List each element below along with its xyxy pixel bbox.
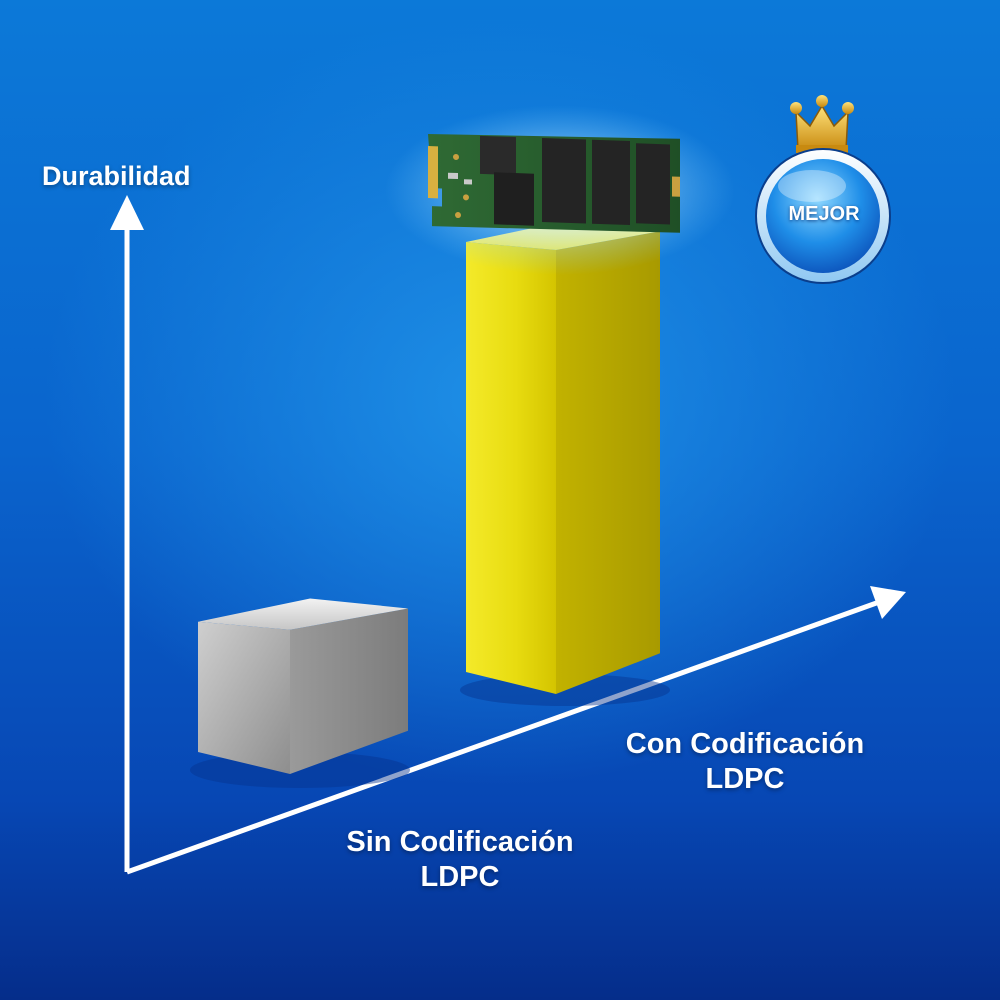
- y-axis-arrowhead: [110, 195, 144, 230]
- badge-label: MEJOR: [788, 203, 860, 225]
- bar-front-face: [198, 621, 290, 774]
- bar-side-face: [290, 608, 408, 774]
- x-axis-arrowhead: [870, 586, 906, 619]
- x-axis-line: [126, 598, 883, 875]
- tick-label-line: LDPC: [420, 860, 500, 893]
- tick-label-line: Con Codificación: [625, 728, 865, 760]
- x-tick-label-sin-ldpc: Sin Codificación LDPC: [310, 825, 610, 895]
- axes: [110, 195, 906, 875]
- mejor-badge: [755, 95, 891, 284]
- tick-label-line: LDPC: [705, 762, 785, 795]
- bar-sin-ldpc: [198, 598, 408, 774]
- bar-con-ldpc: [466, 221, 660, 694]
- m2-ssd-module-icon: [428, 134, 680, 233]
- y-axis-title: Durabilidad: [42, 161, 191, 191]
- bar-side-face: [556, 231, 660, 694]
- x-tick-label-con-ldpc: Con Codificación LDPC: [590, 727, 900, 797]
- bar-top-face: [198, 598, 408, 630]
- bar-front-face: [466, 242, 556, 694]
- crown-icon: [790, 95, 854, 153]
- tick-label-line: Sin Codificación: [346, 826, 574, 858]
